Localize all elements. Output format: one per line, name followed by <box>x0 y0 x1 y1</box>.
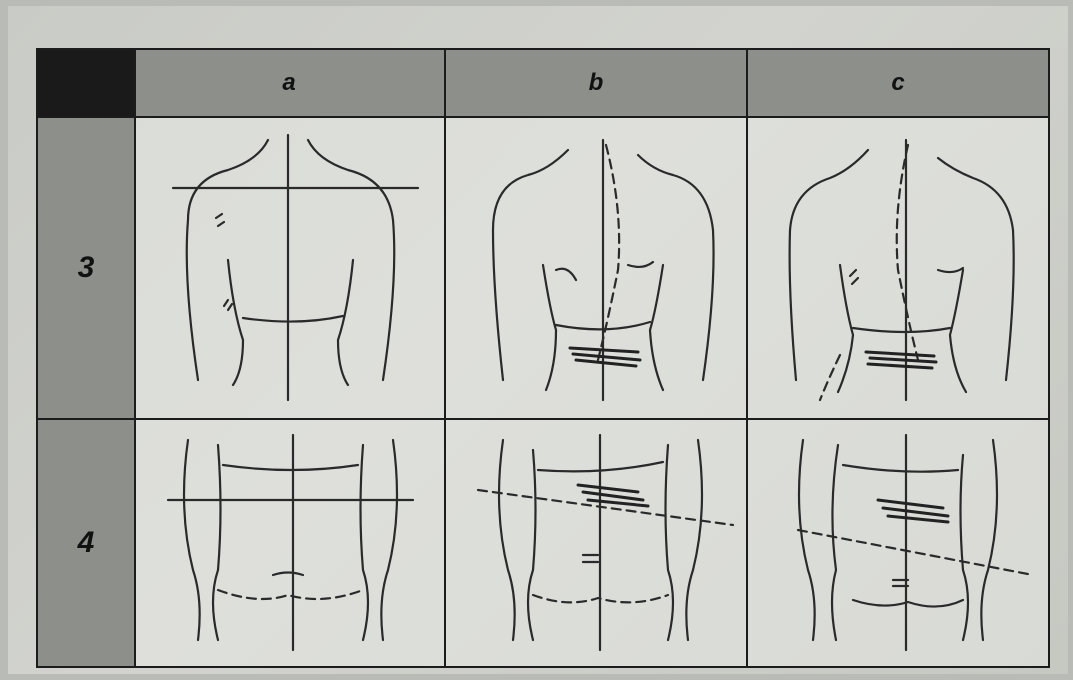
posture-table: a b c 3 4 <box>36 48 1050 668</box>
figure-4a-pelvis-level <box>148 430 433 660</box>
grid-line <box>746 50 748 666</box>
row-header-3: 3 <box>38 118 134 418</box>
book-page: a b c 3 4 <box>8 6 1068 674</box>
corner-cell <box>38 50 134 116</box>
figure-3b-torso-back-curve <box>458 130 738 410</box>
figure-3a-torso-front <box>148 130 433 410</box>
grid-line <box>38 116 1048 118</box>
column-header-label: c <box>891 69 904 97</box>
grid-line <box>38 418 1048 420</box>
figure-3c-torso-back-curve <box>758 130 1038 410</box>
grid-line <box>444 50 446 666</box>
column-header-label: a <box>282 69 295 97</box>
figure-4b-pelvis-tilted <box>458 430 738 660</box>
grid-line <box>134 50 136 666</box>
row-header-4: 4 <box>38 420 134 666</box>
column-header-label: b <box>589 69 604 97</box>
row-header-label: 4 <box>78 526 95 560</box>
figure-4c-pelvis-tilted-steep <box>758 430 1038 660</box>
column-header-c: c <box>748 50 1048 116</box>
column-header-a: a <box>134 50 444 116</box>
row-header-label: 3 <box>78 251 95 285</box>
column-header-b: b <box>446 50 746 116</box>
